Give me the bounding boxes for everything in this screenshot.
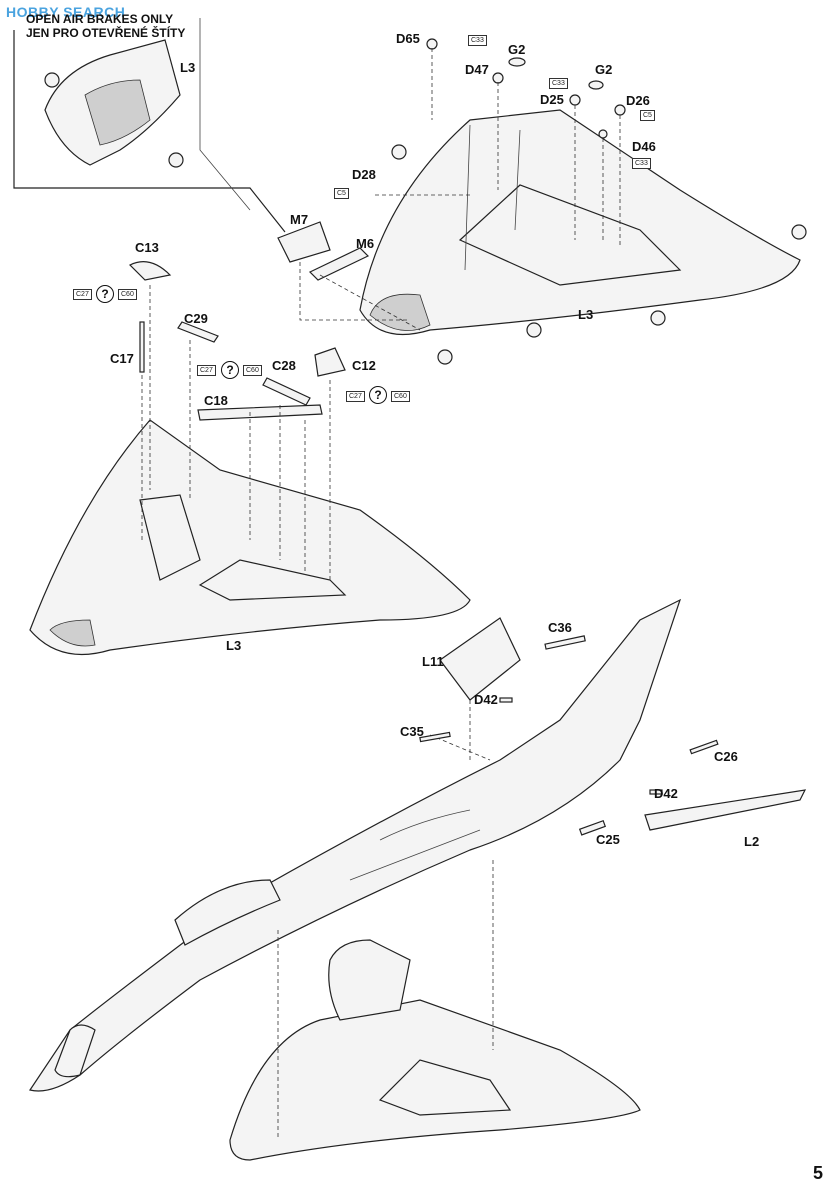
part-c18: [197, 404, 323, 421]
aircraft-canopy: [174, 879, 281, 946]
label-c26: C26: [714, 749, 738, 764]
intake-shading-mid: [49, 619, 96, 647]
part-c26: [689, 739, 719, 755]
screw-icon-bottom-right: [650, 310, 666, 326]
header-line-cz: JEN PRO OTEVŘENÉ ŠTÍTY: [26, 26, 186, 40]
label-d65: D65: [396, 31, 420, 46]
part-c17: [139, 321, 145, 373]
paint-box-c33-a: C33: [468, 35, 487, 46]
intake-shading-top: [369, 293, 431, 331]
fuselage-section-mid: [29, 419, 471, 656]
panel-lines-top: [464, 124, 521, 271]
inset-frame-line: [13, 30, 286, 233]
paint-box-c33-b: C33: [549, 78, 568, 89]
watermark-text: HOBBY SEARCH: [6, 4, 126, 20]
part-d26: [614, 104, 626, 116]
part-m7: [277, 221, 331, 263]
engine-bay-part: [328, 939, 411, 1021]
label-d28: D28: [352, 167, 376, 182]
question-icon-2: ?: [221, 361, 239, 379]
label-d25: D25: [540, 92, 564, 107]
label-c12: C12: [352, 358, 376, 373]
label-m6: M6: [356, 236, 375, 251]
part-c35: [419, 731, 451, 743]
paint-box-c5-a: C5: [640, 110, 655, 121]
label-l3-inset: L3: [180, 60, 196, 75]
label-c28: C28: [272, 358, 296, 373]
label-d42-a: D42: [474, 692, 498, 707]
label-l3-top: L3: [578, 307, 594, 322]
header-line-en: OPEN AIR BRAKES ONLY: [26, 12, 174, 26]
label-c36: C36: [548, 620, 572, 635]
paint-box-c27-c: C27: [346, 391, 365, 402]
part-d65: [426, 38, 438, 50]
label-c25: C25: [596, 832, 620, 847]
wheel-well-mid: [198, 559, 347, 601]
screw-icon-right: [791, 224, 807, 240]
inset-screw-icon-1: [44, 72, 60, 88]
aircraft-stabilizer-l2: [644, 789, 807, 831]
label-c35: C35: [400, 724, 424, 739]
label-l2: L2: [744, 834, 760, 849]
part-d42-b: [649, 789, 663, 795]
screw-icon-intake: [437, 349, 453, 365]
wheel-well-mid-left: [139, 494, 201, 581]
guide-lines-top: [299, 48, 621, 331]
part-c29: [177, 321, 219, 343]
label-d47: D47: [465, 62, 489, 77]
part-m6: [308, 247, 370, 281]
part-d42-a: [499, 697, 513, 703]
part-c12: [314, 347, 346, 377]
label-g2-a: G2: [508, 42, 526, 57]
paint-box-c60-b: C60: [243, 365, 262, 376]
guide-lines-mid: [141, 285, 331, 580]
part-c13: [128, 261, 172, 281]
inset-bay-shading: [84, 79, 151, 146]
part-g2-b: [588, 80, 604, 90]
page-number: 5: [812, 1163, 823, 1183]
screw-icon-bottom: [526, 322, 542, 338]
wheel-well-bottom: [378, 1059, 512, 1116]
label-g2-b: G2: [595, 62, 613, 77]
label-l3-mid: L3: [226, 638, 242, 653]
label-m7: M7: [290, 212, 309, 227]
question-icon-1: ?: [96, 285, 114, 303]
part-g2-a: [508, 57, 526, 67]
label-c17: C17: [110, 351, 134, 366]
label-c18: C18: [204, 393, 228, 408]
screw-icon-left: [391, 144, 407, 160]
label-c13: C13: [135, 240, 159, 255]
paint-box-c60-a: C60: [118, 289, 137, 300]
wheel-well-top: [458, 184, 682, 286]
label-d26: D26: [626, 93, 650, 108]
label-l11: L11: [422, 654, 444, 669]
guide-lines-bottom: [277, 700, 494, 1140]
part-c28: [262, 377, 311, 406]
label-c29: C29: [184, 311, 208, 326]
paint-box-c60-c: C60: [391, 391, 410, 402]
part-d25: [569, 94, 581, 106]
aircraft-panel-lines: [349, 809, 481, 881]
part-d47: [492, 72, 504, 84]
aircraft-fin-part-l11: [439, 617, 521, 701]
part-c25: [578, 819, 607, 836]
paint-box-c27-a: C27: [73, 289, 92, 300]
inset-callout-line: [199, 18, 251, 211]
label-d42-b: D42: [654, 786, 678, 801]
label-d46: D46: [632, 139, 656, 154]
instruction-header: OPEN AIR BRAKES ONLY JEN PRO OTEVŘENÉ ŠT…: [26, 12, 185, 40]
part-c36: [544, 635, 586, 650]
aircraft-nose-cone: [54, 1024, 96, 1078]
paint-box-c27-b: C27: [197, 365, 216, 376]
part-d46: [598, 129, 608, 139]
paint-box-c5-b: C5: [334, 188, 349, 199]
inset-screw-icon-2: [168, 152, 184, 168]
paint-box-c33-c: C33: [632, 158, 651, 169]
question-icon-3: ?: [369, 386, 387, 404]
